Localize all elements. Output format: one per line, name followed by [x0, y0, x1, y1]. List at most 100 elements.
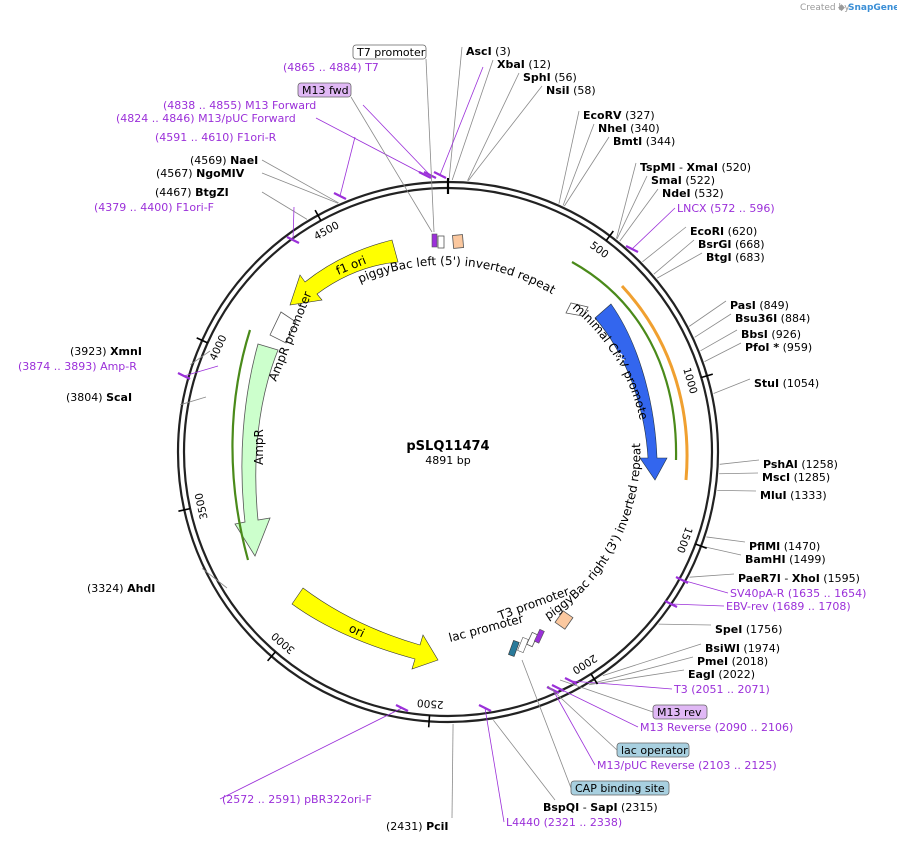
primer-l4440[interactable]: L4440 (2321 .. 2338)	[506, 816, 622, 829]
restriction-site-bsu36i[interactable]: Bsu36I (884)	[735, 312, 810, 325]
restriction-site-pcii[interactable]: (2431) PciI	[386, 820, 449, 833]
site-leader	[653, 239, 695, 275]
site-leader-lines	[177, 46, 760, 823]
primer-m13-puc-reverse[interactable]: M13/pUC Reverse (2103 .. 2125)	[597, 759, 777, 772]
restriction-site-bspqi[interactable]: BspQI - SapI (2315)	[543, 801, 658, 814]
lac-operator-tag-label: lac operator	[621, 744, 688, 757]
primer-t7[interactable]: (4865 .. 4884) T7	[283, 61, 379, 74]
restriction-site-nsii[interactable]: NsiI (58)	[546, 84, 596, 97]
feature-arrows	[231, 233, 689, 670]
site-leader	[700, 329, 738, 352]
restriction-site-bsiwi[interactable]: BsiWI (1974)	[705, 642, 780, 655]
restriction-site-spei[interactable]: SpeI (1756)	[715, 623, 782, 636]
primer-amp-r[interactable]: (3874 .. 3893) Amp-R	[18, 360, 137, 373]
orange-feature-line	[620, 284, 689, 481]
primer-leader	[557, 687, 639, 728]
primer-f1ori-r[interactable]: (4591 .. 4610) F1ori-R	[155, 131, 277, 144]
restriction-site-ecori[interactable]: EcoRI (620)	[690, 225, 757, 238]
primer-t3[interactable]: T3 (2051 .. 2071)	[673, 683, 770, 696]
site-leader	[558, 110, 580, 204]
site-leader	[616, 162, 637, 239]
primer-sv40pa-r[interactable]: SV40pA-R (1635 .. 1654)	[730, 587, 866, 600]
primer-leader	[339, 136, 356, 197]
ampr-promoter-arrow[interactable]	[269, 311, 297, 344]
site-leader	[451, 59, 494, 181]
lac-operator-tag[interactable]: lac operator	[616, 742, 690, 758]
ampr-arrow[interactable]	[234, 343, 279, 557]
primer-leader	[681, 579, 729, 594]
cap-binding-site-tag[interactable]: CAP binding site	[570, 780, 670, 796]
restriction-site-eagi[interactable]: EagI (2022)	[688, 668, 755, 681]
restriction-site-stui[interactable]: StuI (1054)	[754, 377, 819, 390]
restriction-site-msci[interactable]: MscI (1285)	[762, 471, 830, 484]
restriction-site-ndei[interactable]: NdeI (532)	[662, 187, 724, 200]
primer-pbr322ori-f[interactable]: (2572 .. 2591) pBR322ori-F	[222, 793, 372, 806]
m13-rev-box[interactable]	[533, 628, 545, 644]
site-leader	[588, 669, 685, 686]
m13-fwd-tag[interactable]: M13 fwd	[297, 82, 352, 98]
snapgene-credit: Created by ◆ SnapGene	[800, 3, 897, 13]
f1-ori-arrow[interactable]	[289, 239, 399, 306]
lac-promoter-box[interactable]	[517, 636, 529, 654]
restriction-site-scai[interactable]: (3804) ScaI	[66, 391, 132, 404]
restriction-site-pshai[interactable]: PshAI (1258)	[763, 458, 838, 471]
primer-leader	[362, 104, 431, 176]
m13-rev-tag[interactable]: M13 rev	[652, 704, 708, 720]
restriction-site-bsrgi[interactable]: BsrGI (668)	[698, 238, 765, 251]
restriction-site-pflmi[interactable]: PflMI (1470)	[749, 540, 820, 553]
restriction-site-bamhi[interactable]: BamHI (1499)	[745, 553, 826, 566]
restriction-site-paer7i[interactable]: PaeR7I - XhoI (1595)	[738, 572, 860, 585]
restriction-site-naei[interactable]: (4569) NaeI	[190, 154, 258, 167]
m13-fwd-box[interactable]	[431, 233, 438, 248]
primer-f1ori-f[interactable]: (4379 .. 4400) F1ori-F	[94, 201, 214, 214]
restriction-site-asci[interactable]: AscI (3)	[466, 45, 511, 58]
site-leader	[201, 568, 228, 589]
plasmid-length: 4891 bp	[425, 454, 470, 467]
primer-m13-puc-forward[interactable]: (4824 .. 4846) M13/pUC Forward	[116, 112, 296, 125]
restriction-site-ahdi[interactable]: (3324) AhdI	[87, 582, 155, 595]
piggybac-left-box[interactable]	[452, 234, 465, 249]
ori-label: ori	[347, 621, 367, 640]
primer-leader	[183, 365, 219, 377]
lac-promoter-label: lac promoter	[447, 611, 525, 644]
restriction-site-pfoi[interactable]: PfoI * (959)	[745, 341, 812, 354]
t7-promoter-box[interactable]	[437, 235, 445, 249]
primer-leader	[570, 680, 673, 690]
restriction-site-pasi[interactable]: PasI (849)	[730, 299, 789, 312]
restriction-site-ngomiv[interactable]: (4567) NgoMIV	[156, 167, 245, 180]
restriction-site-pmei[interactable]: PmeI (2018)	[697, 655, 768, 668]
primer-m13-forward[interactable]: (4838 .. 4855) M13 Forward	[163, 99, 316, 112]
cap-binding-box[interactable]	[508, 640, 520, 657]
tag-leader	[521, 659, 572, 789]
restriction-site-ecorv[interactable]: EcoRV (327)	[583, 109, 655, 122]
piggybac-right-box[interactable]	[554, 610, 574, 630]
m13-fwd-tag-label: M13 fwd	[302, 84, 349, 97]
restriction-site-tspmi[interactable]: TspMI - XmaI (520)	[640, 161, 751, 174]
site-leader	[261, 172, 339, 204]
tagbfp-arrow[interactable]	[594, 303, 668, 481]
primer-lncx[interactable]: LNCX (572 .. 596)	[677, 202, 775, 215]
site-leader	[689, 573, 735, 578]
primer-m13-reverse[interactable]: M13 Reverse (2090 .. 2106)	[640, 721, 793, 734]
primer-leader	[552, 689, 596, 766]
t7-promoter-tag[interactable]: T7 promoter	[352, 44, 427, 60]
restriction-site-btgi[interactable]: BtgI (683)	[706, 251, 765, 264]
primer-leader	[439, 66, 484, 176]
site-leader	[261, 191, 308, 220]
restriction-site-bbsi[interactable]: BbsI (926)	[741, 328, 801, 341]
restriction-site-xbai[interactable]: XbaI (12)	[497, 58, 551, 71]
restriction-site-nhei[interactable]: NheI (340)	[598, 122, 660, 135]
plasmid-center: pSLQ11474 4891 bp	[406, 439, 489, 467]
tag-leader	[425, 58, 435, 233]
restriction-site-btgzi[interactable]: (4467) BtgZI	[155, 186, 229, 199]
restriction-site-xmni[interactable]: (3923) XmnI	[70, 345, 142, 358]
restriction-site-bmti[interactable]: BmtI (344)	[613, 135, 675, 148]
site-leader	[493, 719, 556, 801]
minimal-cmv-arrow[interactable]	[565, 302, 589, 317]
restriction-site-mlui[interactable]: MluI (1333)	[760, 489, 827, 502]
restriction-site-sphi[interactable]: SphI (56)	[523, 71, 577, 84]
restriction-site-smai[interactable]: SmaI (522)	[651, 174, 715, 187]
ori-arrow[interactable]	[291, 587, 439, 670]
primer-leader	[484, 707, 505, 823]
primer-ebv-rev[interactable]: EBV-rev (1689 .. 1708)	[726, 600, 851, 613]
